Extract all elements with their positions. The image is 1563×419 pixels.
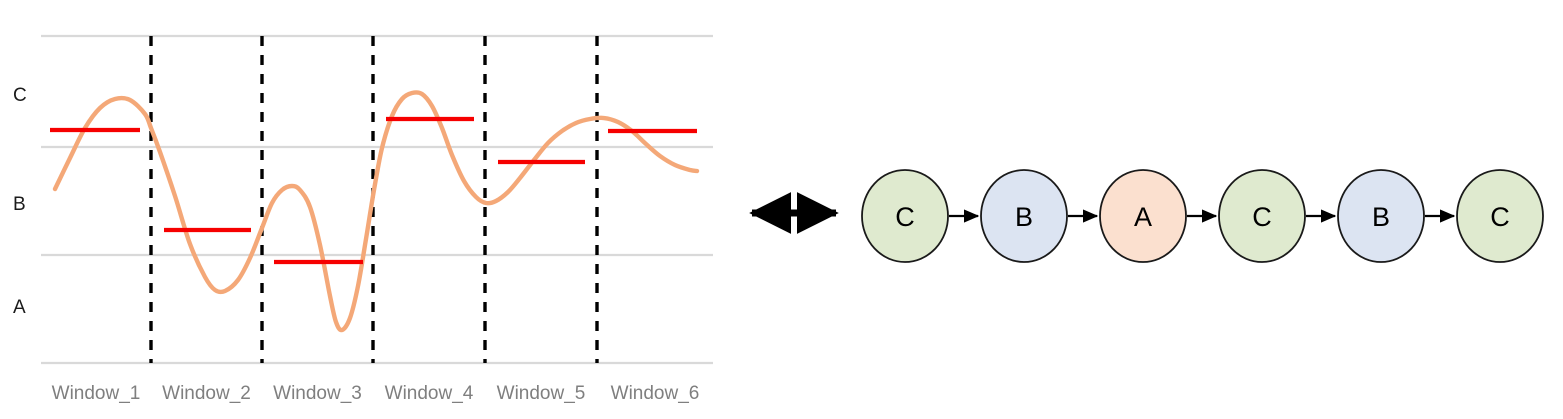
x-axis-label-window_1: Window_1 xyxy=(51,383,141,404)
sequence-node-4-C[interactable] xyxy=(1218,169,1306,263)
y-axis-label-C: C xyxy=(13,85,27,106)
series-line-group xyxy=(52,90,700,333)
chart-canvas xyxy=(41,34,713,365)
x-axis-label-window_4: Window_4 xyxy=(384,383,474,404)
x-axis-label-window_3: Window_3 xyxy=(273,383,362,404)
window-mean-segments-group xyxy=(50,116,697,265)
sequence-node-label-4: C xyxy=(1252,202,1272,232)
gridlines-group xyxy=(41,34,713,365)
series-line-signal xyxy=(52,90,700,333)
time-series-chart-panel: C B A Window_1 Window_2 Window_3 Window_4 Wind… xyxy=(0,0,760,419)
sequence-node-label-1: C xyxy=(895,202,915,232)
sequence-node-2-B[interactable] xyxy=(980,169,1068,263)
window-dividers-group xyxy=(149,36,599,363)
y-axis-label-B: B xyxy=(13,194,26,215)
sequence-node-label-3: A xyxy=(1134,202,1152,232)
sequence-node-label-2: B xyxy=(1015,202,1033,232)
sequence-node-label-5: B xyxy=(1372,202,1390,232)
x-axis-label-window_6: Window_6 xyxy=(610,383,700,404)
sequence-node-1-C[interactable] xyxy=(861,169,949,263)
x-axis-label-window_2: Window_2 xyxy=(162,383,251,404)
sequence-node-label-6: C xyxy=(1490,202,1510,232)
sequence-node-3-A[interactable] xyxy=(1099,169,1187,263)
y-axis-label-A: A xyxy=(13,297,26,318)
x-axis-label-window_5: Window_5 xyxy=(496,383,586,404)
sequence-node-5-B[interactable] xyxy=(1337,169,1425,263)
sequence-node-6-C[interactable] xyxy=(1456,169,1544,263)
